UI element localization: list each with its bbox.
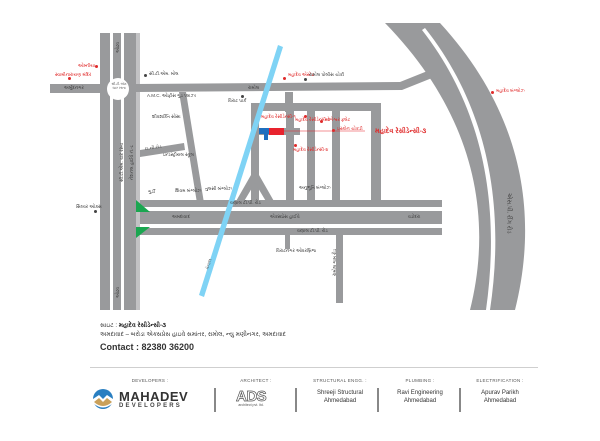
ring-road [385, 23, 526, 310]
landmark-label: ગુર્ડી [148, 189, 156, 194]
architect-logo: ADS architect pvt. ltd. [236, 388, 267, 407]
road-label: વસ્ત્રાલ ટી.પી. રોડ [230, 200, 261, 205]
project-name: મહાદેવ રેસીડેન્સી-૩ [118, 323, 166, 329]
address-block: સાઇટ : મહાદેવ રેસીડેન્સી-૩ અમદાવાદ – બરો… [100, 322, 286, 355]
address-line: અમદાવાદ – બરોડા એક્સપ્રેસ હાઇવે સમાંતર, … [100, 332, 287, 338]
road-label: રામોલ [248, 85, 260, 90]
landmark-label: વિરાટનગર ઓવરબ્રિજ [276, 248, 316, 253]
credits-section: DEVELOPERS : ARCHITECT : STRUCTURAL ENGG… [0, 378, 600, 428]
divider [90, 367, 538, 368]
landmark-dot [320, 120, 323, 123]
road-label: એસ.પી. રીંગ રોડ [505, 193, 512, 234]
landmark-label: મહાદેવ રેસીડેન્સી-૧ [261, 114, 296, 119]
landmark-dot [68, 77, 71, 80]
circle-label: સી.ટી.એમ ચાર રસ્તા [111, 82, 127, 90]
road-label: એક્સપ્રેસ હાઈવે [270, 214, 300, 219]
landmark-label: શિવમ બંગ્લોઝ [175, 188, 202, 193]
landmark-dot [294, 144, 297, 147]
credit-architect: ARCHITECT : [240, 378, 272, 383]
landmark-label: મહાદેવ બંગ્લોઝ [496, 88, 525, 93]
road-label: સી.ટી.એમ. ચાર રસ્તા [118, 143, 124, 182]
project-label: મહાદેવ રેસીડેન્સી-૩ [375, 128, 427, 135]
landmark-label: ઇસ્કોન ચોકડી [337, 126, 363, 131]
site-label: સાઇટ [100, 323, 114, 329]
landmark-label: મહાદેવ એસ્ટેટ [288, 72, 315, 77]
landmark-label: યોગેશ્વર ફ્લેટ [325, 117, 351, 122]
landmark-dot [241, 95, 244, 98]
landmark-label: મહાદેવ રેસીડેન્સી-૪ [293, 147, 329, 152]
landmark-label: સિલ્વર ઓક્સ [76, 204, 102, 209]
separator [214, 388, 216, 412]
landmark-dot [144, 74, 147, 77]
road-label: નેશનલ હાઈવે નં.-૮ [129, 144, 135, 181]
developer-logo: MAHADEV DEVELOPERS [119, 389, 189, 409]
location-map: મહાદેવ રેસીડેન્સી-૩ અર્બુદનગર સી.ટી.એમ ચ… [50, 23, 526, 310]
landmark-label: સ્વામીનારાયણ મંદિર [55, 72, 92, 77]
landmark-dot [94, 210, 97, 213]
landmark-label: શીવશક્તિ સોસા [152, 114, 181, 119]
landmark-dot [283, 77, 286, 80]
road-label: અર્બુદનગર [64, 85, 84, 90]
road-label: ઓઢવ [114, 287, 120, 298]
landmark-label: રામોલ પોલીસ ચોકી [309, 72, 345, 77]
road-label: રામોલ ગામ રોડ [332, 248, 338, 277]
landmark-label: સી.ટી.એમ. મોલ [149, 71, 179, 76]
road-label: વસ્ત્રાલ ટી.પી. રોડ [297, 228, 328, 233]
separator [295, 388, 297, 412]
project-marker-red [269, 128, 284, 135]
landmark-dot [491, 91, 494, 94]
road-label: ઓઢવ [114, 42, 120, 53]
landmark-dot [95, 65, 98, 68]
ring-road-median [422, 28, 496, 310]
landmark-dot [304, 78, 307, 81]
landmark-dot [304, 115, 307, 118]
separator [459, 388, 461, 412]
landmark-label: અનુભૂતિ બંગ્લોઝ [299, 185, 331, 190]
mahadev-logo-icon [93, 389, 113, 409]
contact-number: Contact : 82380 36200 [100, 342, 195, 352]
credit-developers: DEVELOPERS : [131, 378, 169, 383]
landmark-label: A.M.C. ઓફીસ ગુડ પ્લાઝા [147, 93, 196, 98]
landmark-label: તુલસી બંગ્લોઝ [205, 186, 233, 191]
landmark-label: ઓમ્નીયા [78, 63, 96, 68]
landmark-label: ઇન્ડસ્ટ્રીયલ સ્કૂલ [163, 152, 194, 157]
green-triangle-bottom [136, 227, 150, 238]
green-triangle-top [136, 200, 150, 212]
canal [199, 45, 283, 297]
landmark-label: વિરાટ પાર્ક [228, 98, 247, 103]
landmark-label: મહાદેવ રેસીડેન્સી-૨ [295, 117, 331, 122]
separator [377, 388, 379, 412]
road-label: અમદાવાદ [172, 214, 190, 219]
road-label: વડોદરા [408, 214, 421, 219]
landmark-dot [332, 129, 335, 132]
ctm-circle [107, 78, 129, 100]
road-network [50, 23, 526, 310]
